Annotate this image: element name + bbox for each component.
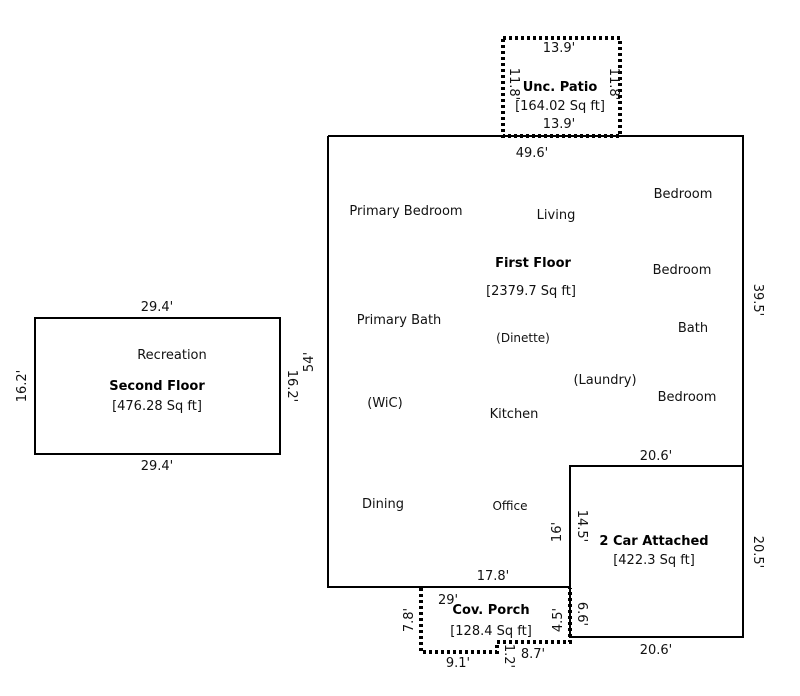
- patio-dim-bottom: 13.9': [543, 117, 576, 132]
- room-living: Living: [537, 208, 576, 223]
- porch-dim-right-inner: 4.5': [551, 608, 566, 632]
- first-floor-dim-porch-edge: 29': [438, 593, 458, 608]
- second-floor-area: [476.28 Sq ft]: [112, 399, 202, 414]
- patio-dim-left: 11.8': [506, 68, 521, 101]
- porch-dim-bottom: 9.1': [446, 656, 470, 671]
- garage-outline: [569, 466, 744, 638]
- garage-dim-bottom: 20.6': [640, 643, 673, 658]
- patio-dim-top: 13.9': [543, 41, 576, 56]
- room-primary-bath: Primary Bath: [357, 313, 442, 328]
- porch-dim-bottom-right: 8.7': [521, 647, 545, 662]
- second-floor-dim-right: 16.2': [284, 370, 299, 403]
- room-bedroom-2: Bedroom: [653, 263, 712, 278]
- first-floor-dim-notch-left: 16': [550, 522, 565, 542]
- room-bedroom-1: Bedroom: [654, 187, 713, 202]
- second-floor-dim-top: 29.4': [141, 300, 174, 315]
- garage-dim-right: 20.5': [750, 536, 765, 569]
- patio-title: Unc. Patio: [523, 80, 598, 95]
- room-kitchen: Kitchen: [490, 407, 539, 422]
- first-floor-dim-right: 39.5': [750, 284, 765, 317]
- porch-dim-right-outer: 6.6': [574, 602, 589, 626]
- first-floor-dim-bottom: 17.8': [477, 569, 510, 584]
- room-laundry: (Laundry): [573, 373, 636, 388]
- garage-area: [422.3 Sq ft]: [613, 553, 695, 568]
- first-floor-dim-top: 49.6': [516, 146, 549, 161]
- porch-dim-left: 7.8': [402, 608, 417, 632]
- first-floor-dim-left: 54': [302, 352, 317, 372]
- room-primary-bedroom: Primary Bedroom: [349, 204, 462, 219]
- room-bath: Bath: [678, 321, 708, 336]
- porch-title: Cov. Porch: [452, 603, 529, 618]
- room-wic: (WiC): [367, 396, 402, 411]
- room-bedroom-3: Bedroom: [658, 390, 717, 405]
- first-floor-title: First Floor: [495, 256, 571, 271]
- porch-outline: [419, 588, 572, 654]
- first-floor-area: [2379.7 Sq ft]: [486, 284, 576, 299]
- room-dining: Dining: [362, 497, 404, 512]
- room-dinette: (Dinette): [496, 331, 550, 345]
- patio-outline: [501, 36, 622, 138]
- second-floor-title: Second Floor: [109, 379, 205, 394]
- patio-dim-right: 11.8': [606, 68, 621, 101]
- room-office: Office: [492, 499, 527, 513]
- porch-dim-step: 1.2': [501, 644, 516, 668]
- second-floor-dim-left: 16.2': [15, 370, 30, 403]
- second-floor-dim-bottom: 29.4': [141, 459, 174, 474]
- garage-dim-left: 14.5': [574, 510, 589, 543]
- second-floor-outline: [34, 317, 281, 455]
- first-floor-dim-notch-top: 20.6': [640, 449, 673, 464]
- porch-area: [128.4 Sq ft]: [450, 624, 532, 639]
- second-floor-room-recreation: Recreation: [137, 348, 207, 363]
- patio-area: [164.02 Sq ft]: [515, 99, 605, 114]
- garage-title: 2 Car Attached: [599, 534, 708, 549]
